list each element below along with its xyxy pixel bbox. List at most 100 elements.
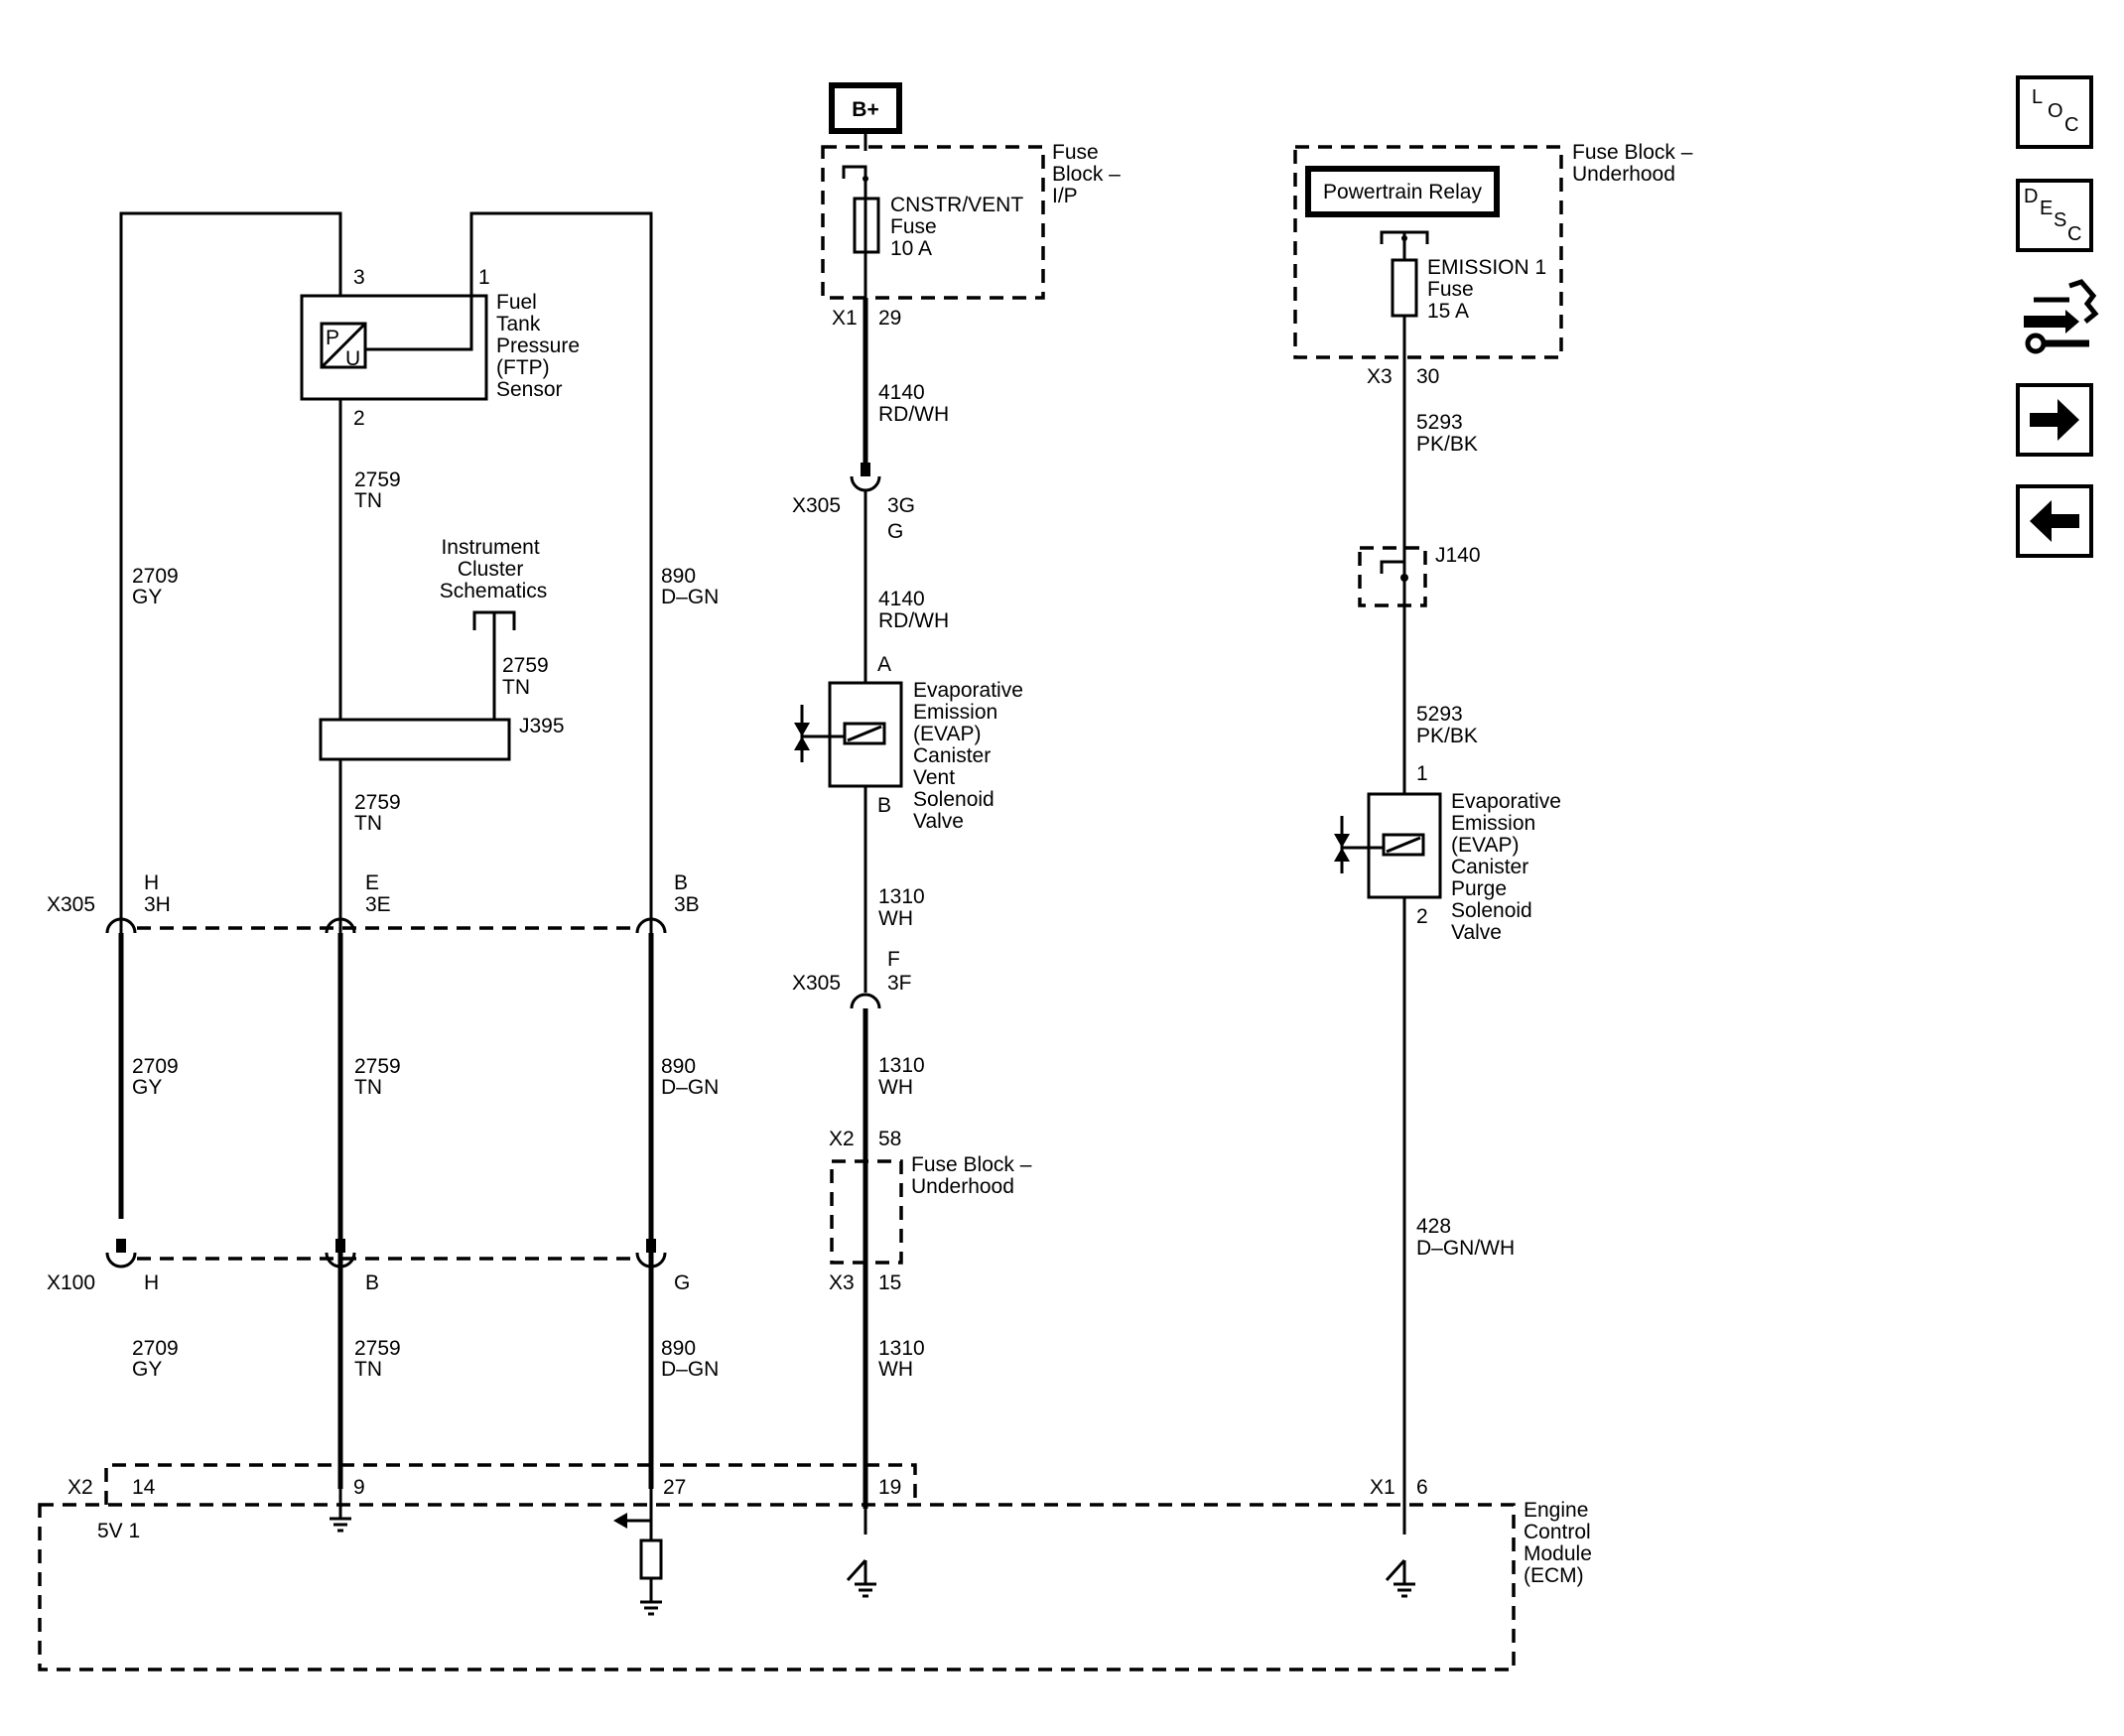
svg-text:B+: B+ (852, 98, 878, 121)
arrow-left-icon (2030, 500, 2079, 542)
svg-text:H3H: H3H (144, 871, 171, 916)
ftp-sensor: P U 3 1 2 Fuel Tank Pressure (FTP) Senso… (300, 266, 586, 430)
ftp-label: Fuel Tank Pressure (FTP) Sensor (496, 291, 586, 401)
svg-text:X2: X2 (67, 1476, 93, 1499)
ftp-pin-1: 1 (478, 266, 490, 289)
svg-text:B3B: B3B (674, 871, 700, 916)
svg-text:58: 58 (878, 1128, 901, 1150)
ftp-symbol-u: U (345, 347, 360, 370)
loc-icon: L O C (2032, 86, 2078, 136)
svg-text:Evaporative Emission: Evaporative Emission (EVAP) Canister Pur… (1451, 790, 1567, 944)
svg-text:S: S (2054, 209, 2066, 231)
svg-text:E3E: E3E (365, 871, 391, 916)
ftp-symbol-p: P (326, 327, 339, 349)
svg-text:C: C (2067, 223, 2081, 245)
svg-text:L: L (2032, 86, 2043, 108)
desc-icon: D E S C (2024, 186, 2081, 245)
svg-text:B: B (365, 1271, 379, 1294)
ecm-module: X2 14 9 27 19 X1 6 5V 1 Engine Control M… (38, 1463, 1598, 1671)
svg-text:X2: X2 (829, 1128, 855, 1150)
splice-j140-group: J140 (1358, 544, 1481, 607)
svg-text:6: 6 (1416, 1476, 1428, 1499)
svg-text:X100: X100 (47, 1271, 95, 1294)
svg-text:C: C (2064, 114, 2078, 136)
svg-text:Fuse Block –Underhood: Fuse Block –Underhood (911, 1153, 1032, 1198)
evap-vent-solenoid: A B Evaporative Emission (EVAP) Canister… (794, 653, 1029, 833)
svg-text:Powertrain Relay: Powertrain Relay (1323, 181, 1482, 203)
svg-text:X1: X1 (832, 307, 858, 330)
svg-text:3GG: 3GG (887, 494, 915, 543)
svg-text:X305: X305 (47, 893, 95, 916)
svg-text:E: E (2040, 198, 2053, 219)
svg-text:2: 2 (1416, 905, 1428, 928)
svg-text:G: G (674, 1271, 690, 1294)
svg-text:A: A (877, 653, 891, 676)
instrument-cluster-label: Instrument Cluster Schematics (440, 536, 548, 602)
svg-text:9: 9 (353, 1476, 365, 1499)
instrument-cluster-reference: Instrument Cluster Schematics J395 2759 … (319, 536, 565, 761)
battery-source: B+ (829, 82, 902, 134)
svg-text:1: 1 (1416, 762, 1428, 785)
svg-text:Engine Control Mod: Engine Control Module (ECM) (1524, 1499, 1598, 1587)
svg-text:30: 30 (1416, 365, 1439, 388)
evap-purge-solenoid: 1 2 Evaporative Emission (EVAP) Canister… (1334, 762, 1567, 944)
fuse-block-underhood-mid: X2 58 Fuse Block –Underhood X3 15 (829, 1128, 1032, 1294)
svg-text:D: D (2024, 186, 2038, 207)
svg-text:29: 29 (878, 307, 901, 330)
ftp-pin-3: 3 (353, 266, 365, 289)
connector-x305-mid-lower: X305 (792, 972, 841, 995)
svg-text:Fuse Block –Underhood: Fuse Block –Underhood (1572, 141, 1693, 186)
svg-text:19: 19 (878, 1476, 901, 1499)
svg-text:15: 15 (878, 1271, 901, 1294)
connector-x100: X100 H B G (47, 1239, 690, 1294)
svg-text:F3F: F3F (887, 948, 912, 995)
svg-text:H: H (144, 1271, 159, 1294)
splice-j140: J140 (1435, 544, 1481, 567)
ftp-pin-2: 2 (353, 407, 365, 430)
splice-j395: J395 (519, 715, 565, 737)
connector-wrench-icon (2024, 279, 2099, 354)
arrow-right-icon (2030, 399, 2079, 441)
connector-end-view-button[interactable] (2016, 278, 2099, 363)
location-button[interactable]: L O C (2016, 75, 2093, 149)
svg-text:X3: X3 (829, 1271, 855, 1294)
previous-page-button[interactable] (2016, 484, 2093, 558)
svg-text:O: O (2048, 100, 2063, 122)
svg-text:Evaporative Emission: Evaporative Emission (EVAP) Canister Ven… (913, 679, 1029, 833)
svg-text:27: 27 (663, 1476, 686, 1499)
connector-x305-mid-upper: X305 (792, 494, 841, 517)
svg-text:X3: X3 (1367, 365, 1393, 388)
svg-text:B: B (877, 794, 891, 817)
svg-text:14: 14 (132, 1476, 156, 1499)
wire-2759-cluster-label: 2759 TN (502, 654, 555, 699)
svg-text:5V 1: 5V 1 (97, 1520, 140, 1542)
next-page-button[interactable] (2016, 383, 2093, 457)
description-button[interactable]: D E S C (2016, 179, 2093, 252)
ftp-sensor-supply-loop (119, 211, 653, 1489)
